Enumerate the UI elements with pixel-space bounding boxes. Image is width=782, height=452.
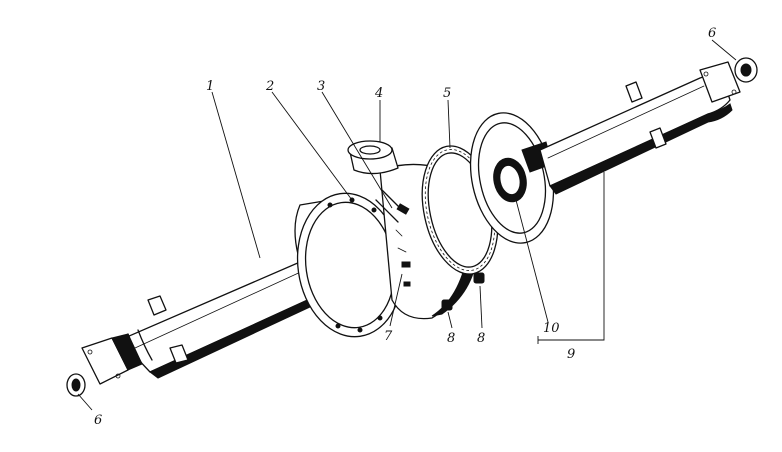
- right-axle-housing: [469, 61, 741, 244]
- callout-10: 10: [543, 321, 560, 336]
- right-bearing-cup: [734, 57, 758, 83]
- callout-6-right: 6: [708, 26, 716, 41]
- callout-8-left: 8: [447, 331, 455, 346]
- left-axle-housing: [81, 257, 338, 385]
- callout-4: 4: [374, 86, 383, 101]
- callout-7: 7: [384, 329, 393, 344]
- callout-labels: 1 2 3 4 5 6 6 7 8 8 9 10: [94, 26, 716, 428]
- callout-5: 5: [443, 86, 451, 101]
- left-bearing-cup: [66, 373, 86, 397]
- callout-6-left: 6: [94, 413, 102, 428]
- callout-3: 3: [317, 79, 325, 94]
- callout-2: 2: [265, 79, 274, 94]
- drain-plug-left: [441, 299, 453, 311]
- callout-9: 9: [567, 347, 575, 362]
- drain-plug-right: [473, 272, 485, 284]
- callout-8-right: 8: [477, 331, 485, 346]
- leader-lines: [77, 39, 737, 411]
- callout-1: 1: [206, 79, 214, 94]
